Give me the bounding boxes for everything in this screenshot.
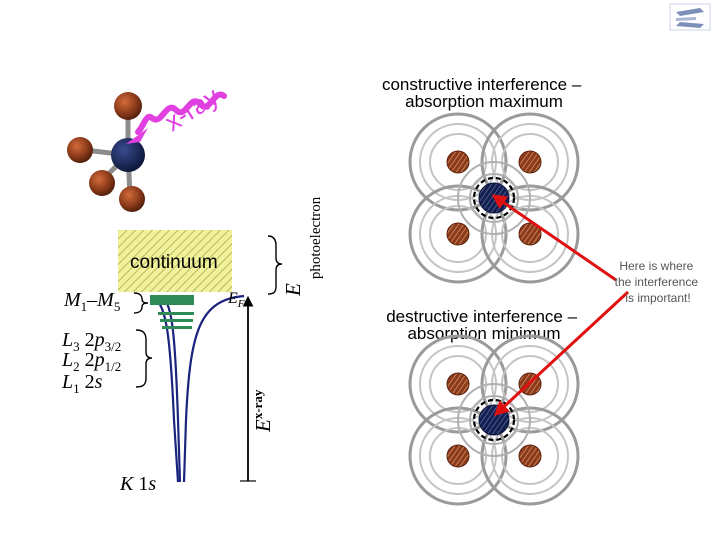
absorbing-atom xyxy=(478,404,510,436)
level-m-label: M1–M5 xyxy=(63,289,120,314)
potential-well xyxy=(149,294,245,483)
level-l3 xyxy=(158,312,194,315)
neighbor-atom xyxy=(446,372,470,396)
neighbor-atom xyxy=(67,137,93,163)
wave-ring xyxy=(408,184,508,284)
level-l3-label: L3 2p3/2 xyxy=(61,329,121,354)
nav-logo-icon[interactable] xyxy=(669,3,711,31)
wave-ring xyxy=(408,334,508,434)
level-l2 xyxy=(160,319,193,322)
wave-ring xyxy=(408,112,508,212)
absorber-wavefront xyxy=(472,176,516,220)
neighbor-atom xyxy=(446,444,470,468)
outgoing-wave-ring xyxy=(469,395,519,445)
neighbor-atom xyxy=(518,150,542,174)
wave-ring xyxy=(480,112,580,212)
neighbor-atom xyxy=(518,222,542,246)
molecule xyxy=(67,92,145,212)
photoelectron-energy-label: Ephotoelectron xyxy=(281,196,324,297)
level-l1 xyxy=(162,326,192,329)
constructive-panel xyxy=(408,112,580,284)
continuum-band xyxy=(118,230,232,292)
level-l1-label: L1 2s xyxy=(61,371,103,396)
wave-ring xyxy=(480,406,580,506)
xray-arrowhead xyxy=(126,128,148,144)
pointer-constructive xyxy=(491,194,617,282)
neighbor-atom xyxy=(446,150,470,174)
level-k-label: K 1s xyxy=(119,473,156,495)
level-m xyxy=(150,295,194,305)
absorbing-atom xyxy=(478,182,510,214)
continuum-label: continuum xyxy=(130,252,218,273)
xray-wave xyxy=(135,91,227,135)
photoelectron-energy-bracket xyxy=(267,235,283,295)
pointer-destructive xyxy=(493,290,630,417)
xray-label: x-ray xyxy=(159,81,224,137)
wave-ring xyxy=(408,406,508,506)
absorbing-atom xyxy=(111,138,145,172)
callout-text: Here is where the interference is import… xyxy=(615,259,702,305)
wave-ring xyxy=(480,334,580,434)
neighbor-atom xyxy=(89,170,115,196)
wave-ring xyxy=(480,184,580,284)
level-m-bracket xyxy=(133,292,149,314)
fermi-level-label: EF xyxy=(227,290,245,310)
neighbor-atom xyxy=(518,444,542,468)
constructive-title: constructive interference – absorption m… xyxy=(382,75,586,111)
outgoing-wave-ring xyxy=(457,161,531,235)
level-l2-label: L2 2p1/2 xyxy=(61,349,121,374)
neighbor-atom xyxy=(119,186,145,212)
xray-energy-label: Ex-ray xyxy=(250,389,275,433)
neighbor-atom xyxy=(446,222,470,246)
level-l-bracket xyxy=(135,329,153,388)
neighbor-atom xyxy=(114,92,142,120)
absorber-wavefront xyxy=(472,398,516,442)
occupied-levels xyxy=(150,295,194,329)
outgoing-wave-ring xyxy=(457,383,531,457)
destructive-title: destructive interference – absorption mi… xyxy=(386,307,582,343)
outgoing-wave-ring xyxy=(469,173,519,223)
